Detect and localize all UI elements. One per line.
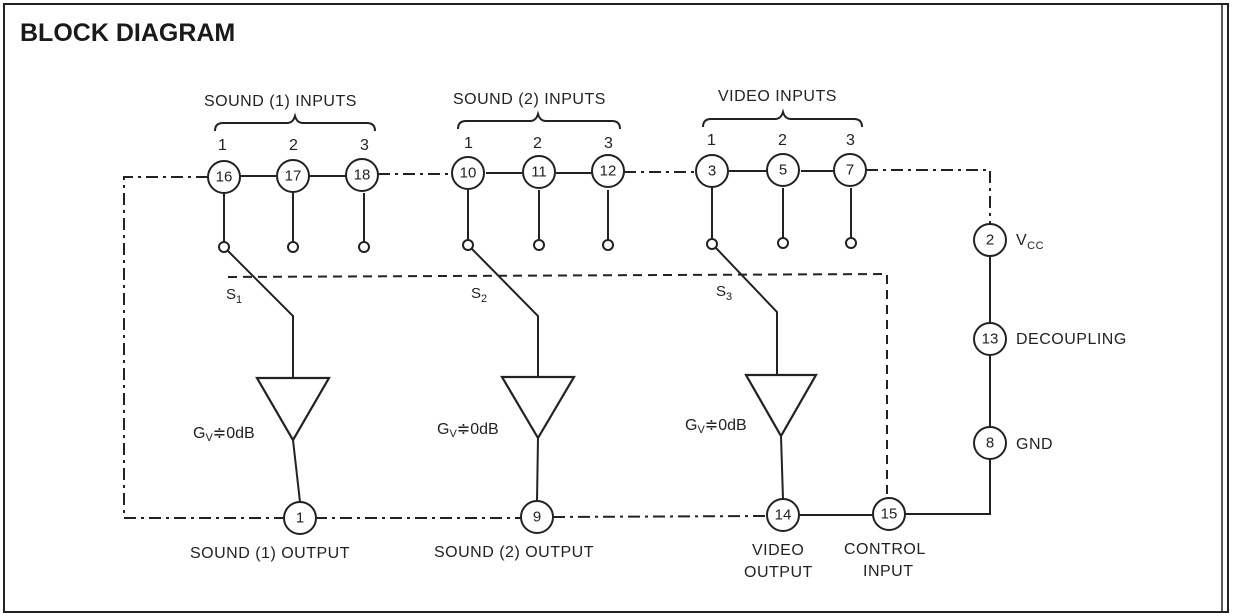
video-inputs-label: VIDEO INPUTS bbox=[718, 88, 837, 105]
diagram-title: BLOCK DIAGRAM bbox=[20, 19, 235, 47]
sound1-input-index-3: 3 bbox=[360, 137, 369, 154]
pin-8: 8 bbox=[973, 426, 1007, 460]
pin-16-number: 16 bbox=[216, 169, 233, 186]
pin-2-number: 2 bbox=[986, 232, 994, 249]
pin-7: 7 bbox=[833, 153, 867, 187]
gnd-label: GND bbox=[1016, 436, 1053, 453]
pin-15: 15 bbox=[872, 497, 906, 531]
terminal-18 bbox=[358, 241, 370, 253]
pin-15-number: 15 bbox=[881, 506, 898, 523]
terminal-5 bbox=[777, 237, 789, 249]
terminal-7 bbox=[845, 237, 857, 249]
terminal-11 bbox=[533, 239, 545, 251]
sound2-inputs-label: SOUND (2) INPUTS bbox=[453, 91, 606, 108]
pin-5-number: 5 bbox=[779, 162, 787, 179]
video-input-index-1: 1 bbox=[707, 132, 716, 149]
pin-9-number: 9 bbox=[533, 509, 541, 526]
terminal-17 bbox=[287, 241, 299, 253]
switch-s1-arm bbox=[227, 250, 294, 378]
pin-3-number: 3 bbox=[708, 163, 716, 180]
pin-10: 10 bbox=[451, 156, 485, 190]
pin-8-number: 8 bbox=[986, 435, 994, 452]
switch-s1-label: S1 bbox=[226, 286, 242, 306]
pin-1: 1 bbox=[283, 501, 317, 535]
sound1-input-index-2: 2 bbox=[289, 137, 298, 154]
sound1-brace bbox=[214, 112, 376, 132]
diagram-border bbox=[3, 3, 1229, 613]
amplifier-sound2 bbox=[500, 375, 576, 441]
pin-18-number: 18 bbox=[354, 167, 371, 184]
wire-8-15 bbox=[905, 459, 991, 515]
sound1-output-label: SOUND (1) OUTPUT bbox=[190, 545, 350, 562]
bus-bottom-2 bbox=[552, 515, 767, 518]
video-output-label-line2: OUTPUT bbox=[744, 564, 813, 581]
sound2-input-index-2: 2 bbox=[533, 135, 542, 152]
pin-1-number: 1 bbox=[296, 510, 304, 527]
terminal-10 bbox=[462, 239, 474, 251]
terminal-16 bbox=[218, 241, 230, 253]
pin-16: 16 bbox=[207, 160, 241, 194]
decoupling-label: DECOUPLING bbox=[1016, 331, 1127, 348]
amp1-to-pin1 bbox=[292, 439, 301, 503]
sound1-inputs-label: SOUND (1) INPUTS bbox=[204, 93, 357, 110]
pin-11-number: 11 bbox=[531, 164, 547, 181]
video-input-index-3: 3 bbox=[846, 132, 855, 149]
pin-7-number: 7 bbox=[846, 162, 854, 179]
bus-top-right bbox=[866, 169, 991, 226]
sound2-brace bbox=[457, 110, 621, 130]
pin-17: 17 bbox=[276, 159, 310, 193]
gain-label-sound2: GV≑0dB bbox=[437, 421, 499, 440]
pin-14: 14 bbox=[766, 498, 800, 532]
pin-10-number: 10 bbox=[460, 165, 477, 182]
pin-13-number: 13 bbox=[982, 331, 999, 348]
terminal-12 bbox=[602, 239, 614, 251]
pin-3: 3 bbox=[695, 154, 729, 188]
sound2-input-index-3: 3 bbox=[604, 135, 613, 152]
video-brace bbox=[702, 108, 863, 128]
amplifier-sound1 bbox=[255, 376, 331, 443]
switch-s3-arm bbox=[715, 247, 778, 375]
pin-5: 5 bbox=[766, 153, 800, 187]
switch-s3-label: S3 bbox=[716, 283, 732, 303]
gain-label-sound1: GV≑0dB bbox=[193, 425, 255, 444]
switch-s2-label: S2 bbox=[471, 285, 487, 305]
amplifier-video bbox=[744, 373, 818, 439]
sound1-input-index-1: 1 bbox=[218, 137, 227, 154]
pin-17-number: 17 bbox=[285, 168, 302, 185]
pin-14-number: 14 bbox=[775, 507, 792, 524]
pin-12: 12 bbox=[591, 154, 625, 188]
control-input-label-line2: INPUT bbox=[863, 563, 914, 580]
pin-9: 9 bbox=[520, 500, 554, 534]
amp2-to-pin9 bbox=[536, 437, 539, 502]
amp3-to-pin14 bbox=[780, 435, 784, 500]
outer-bus-left bbox=[123, 176, 285, 519]
gain-label-video: GV≑0dB bbox=[685, 417, 747, 436]
pin-2: 2 bbox=[973, 223, 1007, 257]
pin-13: 13 bbox=[973, 322, 1007, 356]
pin-18: 18 bbox=[345, 158, 379, 192]
vcc-label: VCC bbox=[1016, 232, 1044, 252]
video-input-index-2: 2 bbox=[778, 132, 787, 149]
pin-11: 11 bbox=[522, 155, 556, 189]
sound2-input-index-1: 1 bbox=[464, 135, 473, 152]
switch-s2-arm bbox=[471, 248, 539, 377]
video-output-label-line1: VIDEO bbox=[752, 542, 804, 559]
sound2-output-label: SOUND (2) OUTPUT bbox=[434, 544, 594, 561]
terminal-3 bbox=[706, 238, 718, 250]
control-input-label-line1: CONTROL bbox=[844, 541, 926, 558]
pin-12-number: 12 bbox=[600, 163, 617, 180]
